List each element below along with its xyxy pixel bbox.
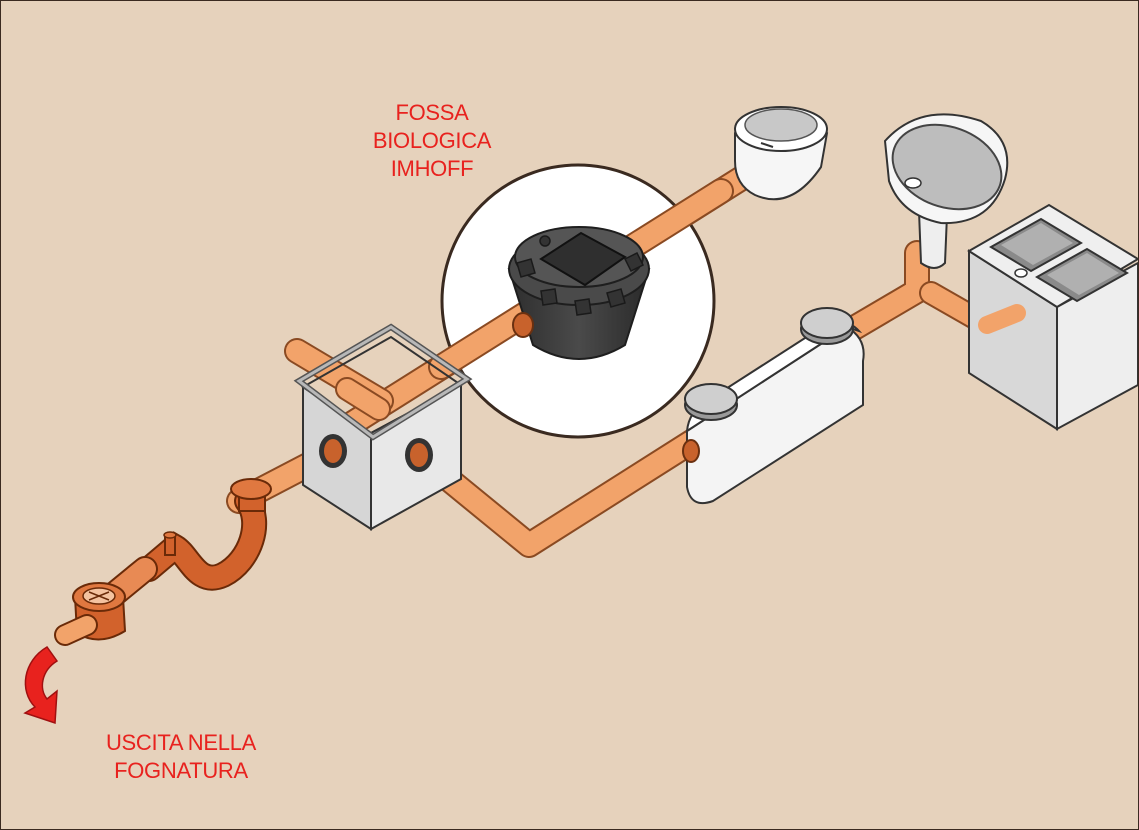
grey-water-pipe <box>406 428 706 558</box>
uscita-fognatura-label: USCITA NELLA FOGNATURA <box>71 729 291 785</box>
washbasin-icon <box>883 113 1009 269</box>
sink-drain-pipe <box>978 304 1026 334</box>
uscita-label-line-1: USCITA NELLA <box>105 730 257 755</box>
fossa-label-line-3: IMHOFF <box>390 156 474 181</box>
fossa-label-line-1: FOSSA <box>395 100 469 125</box>
back-pipe <box>284 338 394 421</box>
inspection-box-icon <box>293 323 473 531</box>
fossa-label-line-2: BIOLOGICA <box>372 128 492 153</box>
fossa-biologica-label: FOSSA BIOLOGICA IMHOFF <box>367 99 497 183</box>
uscita-label-line-2: FOGNATURA <box>114 758 248 783</box>
wc-icon <box>734 106 829 201</box>
degreaser-tank-icon <box>682 307 865 505</box>
imhoff-tank-icon <box>428 163 734 439</box>
double-sink-icon <box>967 203 1138 431</box>
curved-arrow-down-icon <box>23 646 59 725</box>
siphon-trap-icon <box>54 478 272 646</box>
